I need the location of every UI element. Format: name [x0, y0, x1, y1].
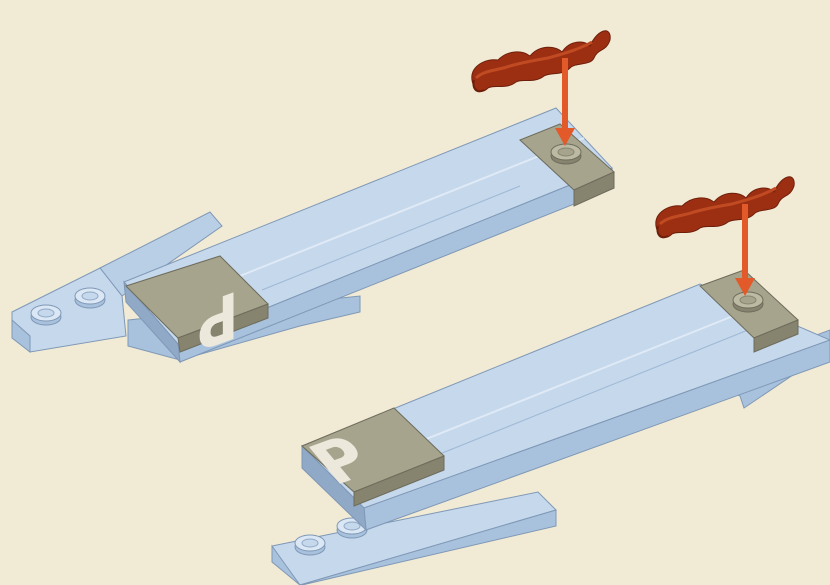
lower-stud-1 — [295, 535, 325, 555]
upper-stud-2 — [75, 288, 105, 308]
lower-red-bar-icon — [656, 177, 794, 237]
upper-tile-letter: P — [197, 275, 238, 365]
upper-assembly: P — [12, 31, 614, 365]
upper-stud-1 — [31, 305, 61, 325]
upper-red-bar-icon — [472, 31, 610, 91]
